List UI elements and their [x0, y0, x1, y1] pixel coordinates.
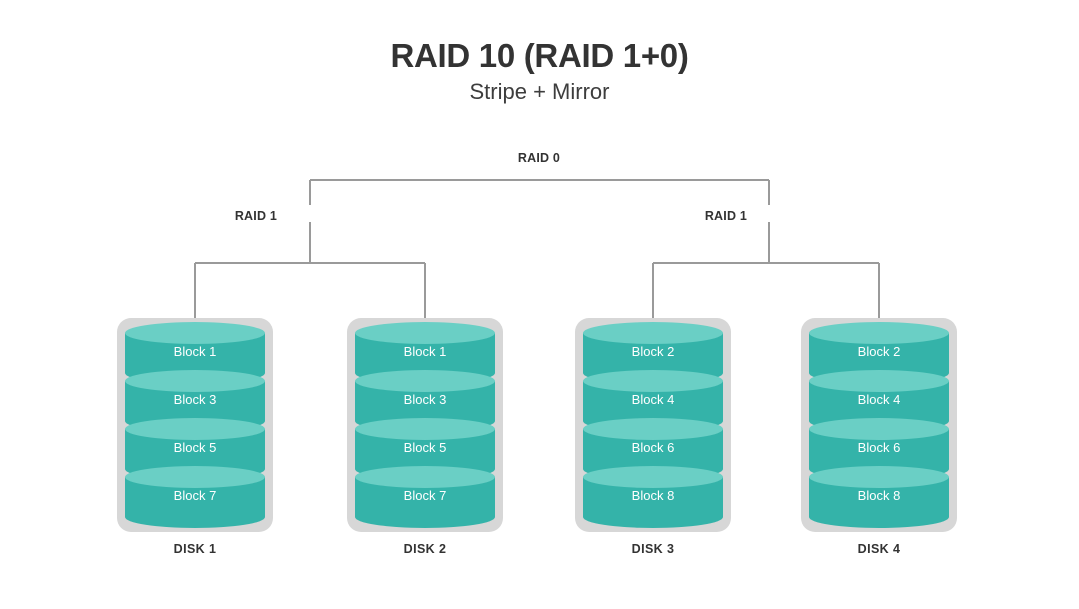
disk-3-label: DISK 3: [631, 542, 675, 556]
label-raid1-right: RAID 1: [699, 208, 753, 224]
disk-2-casing: Block 1 Block 3 Block 5: [347, 318, 503, 532]
cylinder-top-ellipse: [125, 466, 265, 488]
cylinder-top-ellipse: [809, 418, 949, 440]
block-label: Block 1: [403, 344, 447, 359]
block-label: Block 6: [857, 440, 901, 455]
disk-4-label: DISK 4: [857, 542, 901, 556]
cylinder-top-ellipse: [583, 322, 723, 344]
cylinder-top-ellipse: [125, 370, 265, 392]
block-label: Block 2: [631, 344, 675, 359]
cylinder-top-ellipse: [809, 466, 949, 488]
cylinder-top-ellipse: [355, 418, 495, 440]
block-label: Block 7: [403, 488, 447, 503]
title-block: RAID 10 (RAID 1+0) Stripe + Mirror: [0, 37, 1079, 105]
cylinder-top-ellipse: [355, 466, 495, 488]
disk-2-block-3: Block 7: [355, 466, 495, 528]
cylinder-top-ellipse: [125, 418, 265, 440]
disk-3: Block 2 Block 4 Block 6: [575, 318, 731, 556]
disk-2-label: DISK 2: [403, 542, 447, 556]
disk-2: Block 1 Block 3 Block 5: [347, 318, 503, 556]
disk-1-block-3: Block 7: [125, 466, 265, 528]
disk-3-casing: Block 2 Block 4 Block 6: [575, 318, 731, 532]
page-subtitle: Stripe + Mirror: [469, 79, 610, 105]
disk-3-block-stack: Block 2 Block 4 Block 6: [583, 322, 723, 528]
block-label: Block 7: [173, 488, 217, 503]
disk-3-block-0: Block 2: [583, 322, 723, 384]
block-label: Block 6: [631, 440, 675, 455]
disk-4-casing: Block 2 Block 4 Block 6: [801, 318, 957, 532]
cylinder-top-ellipse: [809, 370, 949, 392]
disk-1-casing: Block 1 Block 3 Block 5: [117, 318, 273, 532]
block-label: Block 4: [857, 392, 901, 407]
block-label: Block 8: [631, 488, 675, 503]
cylinder-top-ellipse: [583, 418, 723, 440]
cylinder-top-ellipse: [809, 322, 949, 344]
block-label: Block 4: [631, 392, 675, 407]
label-raid0: RAID 0: [512, 150, 566, 166]
disk-4: Block 2 Block 4 Block 6: [801, 318, 957, 556]
block-label: Block 5: [403, 440, 447, 455]
disk-1-label: DISK 1: [173, 542, 217, 556]
disk-4-block-stack: Block 2 Block 4 Block 6: [809, 322, 949, 528]
block-label: Block 2: [857, 344, 901, 359]
cylinder-top-ellipse: [355, 370, 495, 392]
label-raid1-left: RAID 1: [229, 208, 283, 224]
disk-2-block-stack: Block 1 Block 3 Block 5: [355, 322, 495, 528]
block-label: Block 8: [857, 488, 901, 503]
block-label: Block 3: [173, 392, 217, 407]
disk-3-block-3: Block 8: [583, 466, 723, 528]
cylinder-top-ellipse: [355, 322, 495, 344]
cylinder-top-ellipse: [583, 370, 723, 392]
disk-row: Block 1 Block 3 Block 5: [0, 318, 1079, 578]
disk-1-block-stack: Block 1 Block 3 Block 5: [125, 322, 265, 528]
disk-4-block-3: Block 8: [809, 466, 949, 528]
disk-2-block-0: Block 1: [355, 322, 495, 384]
block-label: Block 5: [173, 440, 217, 455]
block-label: Block 3: [403, 392, 447, 407]
block-label: Block 1: [173, 344, 217, 359]
disk-1: Block 1 Block 3 Block 5: [117, 318, 273, 556]
cylinder-top-ellipse: [583, 466, 723, 488]
cylinder-top-ellipse: [125, 322, 265, 344]
page-title: RAID 10 (RAID 1+0): [390, 37, 689, 74]
